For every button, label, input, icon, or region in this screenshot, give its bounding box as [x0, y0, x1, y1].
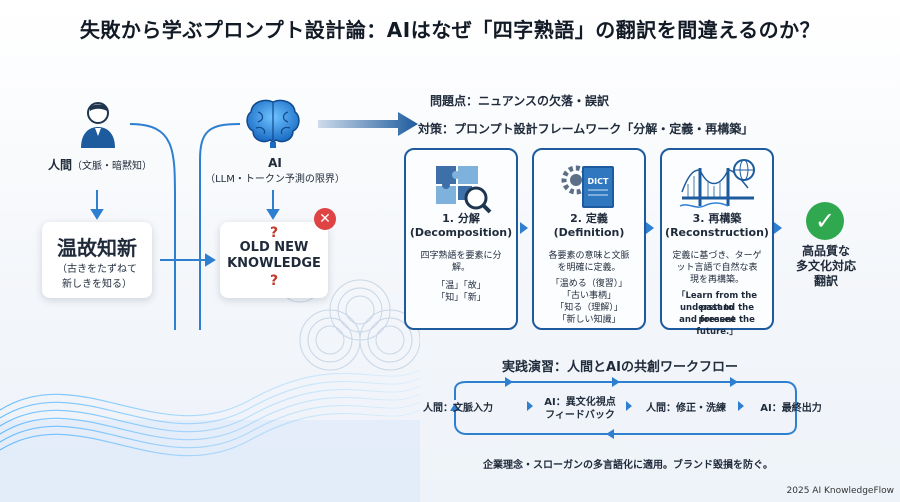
- step2-title-en: (Definition): [553, 226, 625, 239]
- step-definition: DICT 2. 定義 (Definition) 各要素の意味と文脈 を明確に定義…: [532, 148, 646, 330]
- question-mark-top: ?: [269, 225, 279, 241]
- step2-title-ja: 2. 定義: [570, 212, 608, 225]
- step1-desc-3: 「温」「故」: [436, 281, 486, 291]
- flow-step-human-refine: 人間：修正・洗練: [634, 402, 738, 415]
- big-arrow: [318, 112, 418, 136]
- step1-desc-2: 解。: [451, 263, 470, 273]
- step2-desc-4: 「古い事柄」: [561, 291, 616, 301]
- ai-translation-card: ? OLD NEW KNOWLEDGE ?: [220, 222, 328, 298]
- step2-desc-6: 「新しい知識」: [557, 315, 621, 325]
- step2-desc-5: 「知る（理解）」: [555, 303, 623, 313]
- step2-title: 2. 定義 (Definition): [534, 212, 644, 240]
- wave-decoration: [0, 257, 420, 502]
- result-line3: 翻訳: [813, 274, 838, 288]
- flow-step1-text: 人間：文脈入力: [423, 403, 493, 414]
- step1-desc-1: 四字熟語を要素に分: [420, 251, 502, 261]
- dict-label: DICT: [588, 177, 609, 186]
- human-idiom-card: 温故知新 （古きをたずねて 新しきを知る）: [42, 222, 152, 298]
- ai-label-sub: （LLM・トークン予測の限界）: [205, 174, 345, 185]
- bridge-globe-icon: [679, 159, 755, 208]
- human-label-sub: （文脈・暗黙知）: [72, 161, 152, 172]
- step2-desc-2: を明確に定義。: [557, 263, 621, 273]
- result-line2: 多文化対応: [795, 259, 856, 273]
- step3-desc-1: 定義に基づき、ターゲ: [672, 251, 762, 261]
- puzzle-magnifier-icon: [436, 166, 492, 214]
- step1-title-ja: 1. 分解: [442, 212, 480, 225]
- measure-text: 対策：プロンプト設計フレームワーク「分解・定義・再構築」: [418, 122, 754, 136]
- step1-title-en: (Decomposition): [409, 226, 513, 239]
- brain-icon: [246, 99, 300, 148]
- step1-desc-4: 「知」「新」: [436, 293, 486, 303]
- flow-step2-line1: AI：異文化視点: [544, 397, 616, 408]
- result-line1: 高品質な: [801, 244, 850, 258]
- step-reconstruction: 3. 再構築 (Reconstruction) 定義に基づき、ターゲ ット言語で…: [660, 148, 774, 337]
- step3-title: 3. 再構築 (Reconstruction): [662, 212, 772, 240]
- ai-label-main: AI: [268, 156, 282, 170]
- step-decomposition: 1. 分解 (Decomposition) 四字熟語を要素に分 解。 「温」「故…: [404, 148, 518, 330]
- step3-desc-2: ット言語で自然な表: [676, 263, 758, 273]
- dictionary-gear-icon: DICT: [561, 165, 614, 208]
- step3-title-en: (Reconstruction): [665, 226, 769, 239]
- application-note: 企業理念・スローガンの多言語化に適用。ブランド毀損を防ぐ。: [483, 460, 773, 471]
- flow-step3-text: 人間：修正・洗練: [646, 403, 726, 414]
- idiom-meaning-line2: 新しきを知る）: [62, 279, 132, 290]
- step3-desc-4: 「Learn from the past to: [676, 291, 758, 313]
- error-icon: ✕: [314, 208, 336, 230]
- idiom-text: 温故知新: [57, 236, 137, 260]
- ai-translation-line1: OLD NEW: [239, 240, 309, 255]
- idiom-meaning-line1: （古きをたずねて: [57, 264, 137, 275]
- flow-step-ai-feedback: AI：異文化視点 フィードバック: [530, 396, 630, 422]
- human-label-main: 人間: [47, 158, 72, 172]
- flow-step-ai-output: AI：最終出力: [746, 402, 836, 415]
- ai-translation-line2: KNOWLEDGE: [227, 256, 321, 271]
- step2-desc-3: 「温める（復習）」: [550, 279, 628, 289]
- step2-desc-1: 各要素の意味と文脈: [548, 251, 630, 261]
- question-mark-bottom: ?: [269, 273, 279, 289]
- flow-step4-text: AI：最終出力: [760, 403, 822, 414]
- step3-desc-6: and foresee the future.」: [679, 315, 755, 337]
- step3-desc-5: understand the present: [680, 303, 754, 325]
- page-title: 失敗から学ぶプロンプト設計論：AIはなぜ「四字熟語」の翻訳を間違えるのか？: [79, 18, 821, 42]
- check-icon: ✓: [806, 202, 844, 240]
- ai-label: AI （LLM・トークン予測の限界）: [205, 156, 345, 185]
- flow-step-human-input: 人間：文脈入力: [410, 402, 506, 415]
- copyright: 2025 AI KnowledgeFlow: [786, 486, 894, 496]
- person-icon: [81, 102, 115, 148]
- step3-desc-3: 現を再構築。: [689, 275, 744, 285]
- result-text: 高品質な 多文化対応 翻訳: [782, 244, 870, 289]
- practice-title: 実践演習：人間とAIの共創ワークフロー: [502, 360, 738, 375]
- human-label: 人間（文脈・暗黙知）: [30, 156, 170, 173]
- step1-title: 1. 分解 (Decomposition): [406, 212, 516, 240]
- flow-step2-line2: フィードバック: [545, 410, 615, 421]
- problem-text: 問題点：ニュアンスの欠落・誤訳: [430, 94, 610, 108]
- step3-title-ja: 3. 再構築: [692, 212, 742, 225]
